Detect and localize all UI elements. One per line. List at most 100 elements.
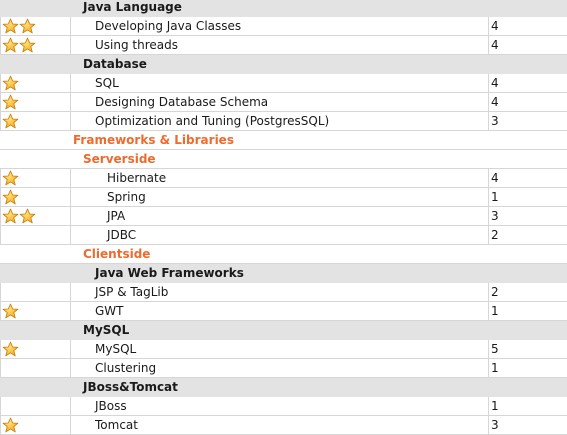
skill-level: 4 bbox=[489, 169, 567, 188]
skill-level: 5 bbox=[489, 340, 567, 359]
star-icon bbox=[19, 37, 36, 54]
skill-rating-stars bbox=[1, 340, 71, 359]
category-level-cell bbox=[489, 245, 567, 264]
skill-name: Clustering bbox=[71, 359, 489, 378]
skill-name: JBoss bbox=[71, 397, 489, 416]
star-icon bbox=[2, 94, 19, 111]
category-stars-cell bbox=[1, 245, 71, 264]
skill-rating-stars bbox=[1, 93, 71, 112]
category-title: Frameworks & Libraries bbox=[71, 131, 489, 150]
category-title: Java Web Frameworks bbox=[71, 264, 489, 283]
category-level-cell bbox=[489, 321, 567, 340]
skill-name: MySQL bbox=[71, 340, 489, 359]
skill-rating-stars bbox=[1, 207, 71, 226]
category-title: JBoss&Tomcat bbox=[71, 378, 489, 397]
skill-level: 1 bbox=[489, 397, 567, 416]
category-level-cell bbox=[489, 131, 567, 150]
star-icon bbox=[2, 341, 19, 358]
category-title: Database bbox=[71, 55, 489, 74]
star-icon bbox=[2, 170, 19, 187]
skill-level: 4 bbox=[489, 74, 567, 93]
skill-name: Developing Java Classes bbox=[71, 17, 489, 36]
skill-level: 4 bbox=[489, 36, 567, 55]
skill-level: 3 bbox=[489, 112, 567, 131]
skill-name: Hibernate bbox=[71, 169, 489, 188]
star-icon bbox=[2, 189, 19, 206]
star-icon bbox=[2, 417, 19, 434]
skill-rating-stars bbox=[1, 169, 71, 188]
category-stars-cell bbox=[1, 131, 71, 150]
skill-rating-stars bbox=[1, 74, 71, 93]
skill-rating-stars bbox=[1, 359, 71, 378]
skill-level: 4 bbox=[489, 93, 567, 112]
skill-name: Optimization and Tuning (PostgresSQL) bbox=[71, 112, 489, 131]
skill-rating-stars bbox=[1, 226, 71, 245]
skill-name: GWT bbox=[71, 302, 489, 321]
skill-name: JSP & TagLib bbox=[71, 283, 489, 302]
category-row-frameworks-libraries: Frameworks & Libraries bbox=[1, 131, 567, 150]
star-icon bbox=[2, 37, 19, 54]
skill-level: 1 bbox=[489, 302, 567, 321]
category-row-clientside: Clientside bbox=[1, 245, 567, 264]
category-stars-cell bbox=[1, 55, 71, 74]
category-level-cell bbox=[489, 55, 567, 74]
category-title: MySQL bbox=[71, 321, 489, 340]
skill-name: Spring bbox=[71, 188, 489, 207]
skill-name: JPA bbox=[71, 207, 489, 226]
category-row-jboss-tomcat: JBoss&Tomcat bbox=[1, 378, 567, 397]
skill-name: Using threads bbox=[71, 36, 489, 55]
category-title: Serverside bbox=[71, 150, 489, 169]
skill-name: Designing Database Schema bbox=[71, 93, 489, 112]
star-icon bbox=[2, 18, 19, 35]
category-row-java-language: Java Language bbox=[1, 0, 567, 17]
skill-level: 4 bbox=[489, 17, 567, 36]
category-title: Java Language bbox=[71, 0, 489, 17]
category-level-cell bbox=[489, 378, 567, 397]
star-icon bbox=[2, 303, 19, 320]
skill-name: JDBC bbox=[71, 226, 489, 245]
skill-level: 1 bbox=[489, 188, 567, 207]
category-row-database: Database bbox=[1, 55, 567, 74]
category-stars-cell bbox=[1, 378, 71, 397]
skill-rating-stars bbox=[1, 17, 71, 36]
category-title: Clientside bbox=[71, 245, 489, 264]
star-icon bbox=[2, 208, 19, 225]
skill-rating-stars bbox=[1, 112, 71, 131]
skill-name: SQL bbox=[71, 74, 489, 93]
skill-rating-stars bbox=[1, 283, 71, 302]
skill-level: 2 bbox=[489, 226, 567, 245]
star-icon bbox=[2, 75, 19, 92]
skill-level: 2 bbox=[489, 283, 567, 302]
star-icon bbox=[19, 208, 36, 225]
skill-level: 1 bbox=[489, 359, 567, 378]
category-level-cell bbox=[489, 150, 567, 169]
category-row-java-web-frameworks: Java Web Frameworks bbox=[1, 264, 567, 283]
category-stars-cell bbox=[1, 321, 71, 340]
skill-level: 3 bbox=[489, 207, 567, 226]
category-stars-cell bbox=[1, 150, 71, 169]
skill-rating-stars bbox=[1, 36, 71, 55]
star-icon bbox=[2, 113, 19, 130]
category-level-cell bbox=[489, 264, 567, 283]
category-stars-cell bbox=[1, 264, 71, 283]
skill-rating-stars bbox=[1, 397, 71, 416]
skill-row-optimization-and-tuning-postgressql: Optimization and Tuning (PostgresSQL)3 bbox=[1, 112, 567, 131]
category-stars-cell bbox=[1, 0, 71, 17]
category-level-cell bbox=[489, 0, 567, 17]
category-row-mysql: MySQL bbox=[1, 321, 567, 340]
star-icon bbox=[19, 18, 36, 35]
